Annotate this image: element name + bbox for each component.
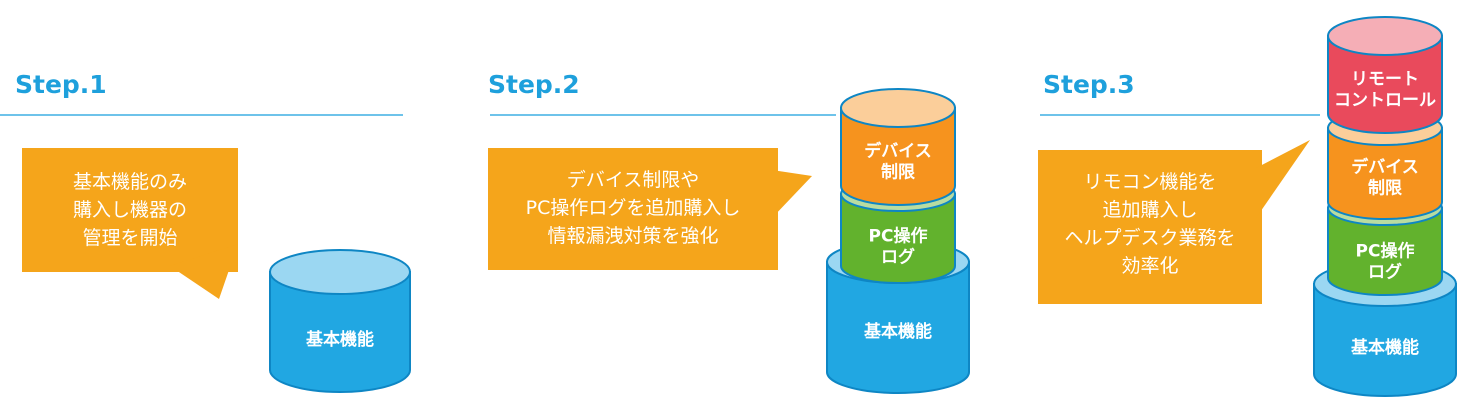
step3-callout-text: リモコン機能を 追加購入し ヘルプデスク業務を 効率化 bbox=[1038, 168, 1262, 280]
device-limit-cylinder: デバイス制限 bbox=[840, 88, 956, 206]
callout-line: 情報漏洩対策を強化 bbox=[547, 225, 719, 247]
step1-stack: 基本機能 bbox=[269, 249, 411, 393]
cylinder-label: リモート bbox=[1351, 70, 1419, 90]
step2-underline bbox=[490, 114, 836, 116]
step2-stack: 基本機能 PC操作ログ デバイス制限 bbox=[826, 88, 970, 394]
cylinder-label: デバイス bbox=[1351, 157, 1419, 178]
step1-callout bbox=[22, 148, 238, 299]
callout-line: リモコン機能を bbox=[1083, 171, 1217, 193]
step3-callout bbox=[1038, 140, 1310, 304]
cylinder-label: デバイス bbox=[864, 141, 932, 162]
callout-line: 購入し機器の bbox=[72, 199, 187, 221]
step2-title: Step.2 bbox=[488, 70, 580, 99]
cylinder-label: コントロール bbox=[1334, 91, 1436, 111]
callout-line: 管理を開始 bbox=[82, 227, 178, 249]
callout-line: 効率化 bbox=[1121, 255, 1179, 277]
step1-callout-text: 基本機能のみ 購入し機器の 管理を開始 bbox=[22, 168, 238, 252]
callout-line: 追加購入し bbox=[1102, 199, 1198, 221]
cylinder-label: 基本機能 bbox=[305, 329, 374, 350]
callout-line: 基本機能のみ bbox=[72, 171, 187, 193]
step3-title: Step.3 bbox=[1043, 70, 1135, 99]
cylinder-label: PC操作 bbox=[1356, 241, 1415, 262]
basic-function-cylinder: 基本機能 bbox=[269, 249, 411, 393]
callout-line: ヘルプデスク業務を bbox=[1064, 227, 1236, 249]
step2-callout-text: デバイス制限や PC操作ログを追加購入し 情報漏洩対策を強化 bbox=[488, 166, 778, 250]
cylinder-label: PC操作 bbox=[869, 226, 928, 247]
callout-line: デバイス制限や bbox=[566, 169, 700, 191]
cylinder-label: 基本機能 bbox=[1350, 337, 1419, 358]
cylinder-label: ログ bbox=[881, 247, 915, 268]
cylinder-label: 基本機能 bbox=[863, 321, 932, 342]
cylinder-label: ログ bbox=[1368, 262, 1402, 283]
step3-underline bbox=[1040, 114, 1320, 116]
step1-title: Step.1 bbox=[15, 70, 107, 99]
callout-line: PC操作ログを追加購入し bbox=[525, 197, 741, 219]
step2-callout bbox=[488, 148, 812, 270]
cylinder-label: 制限 bbox=[1368, 178, 1402, 199]
cylinder-label: 制限 bbox=[881, 162, 915, 183]
step1-underline bbox=[0, 114, 403, 116]
